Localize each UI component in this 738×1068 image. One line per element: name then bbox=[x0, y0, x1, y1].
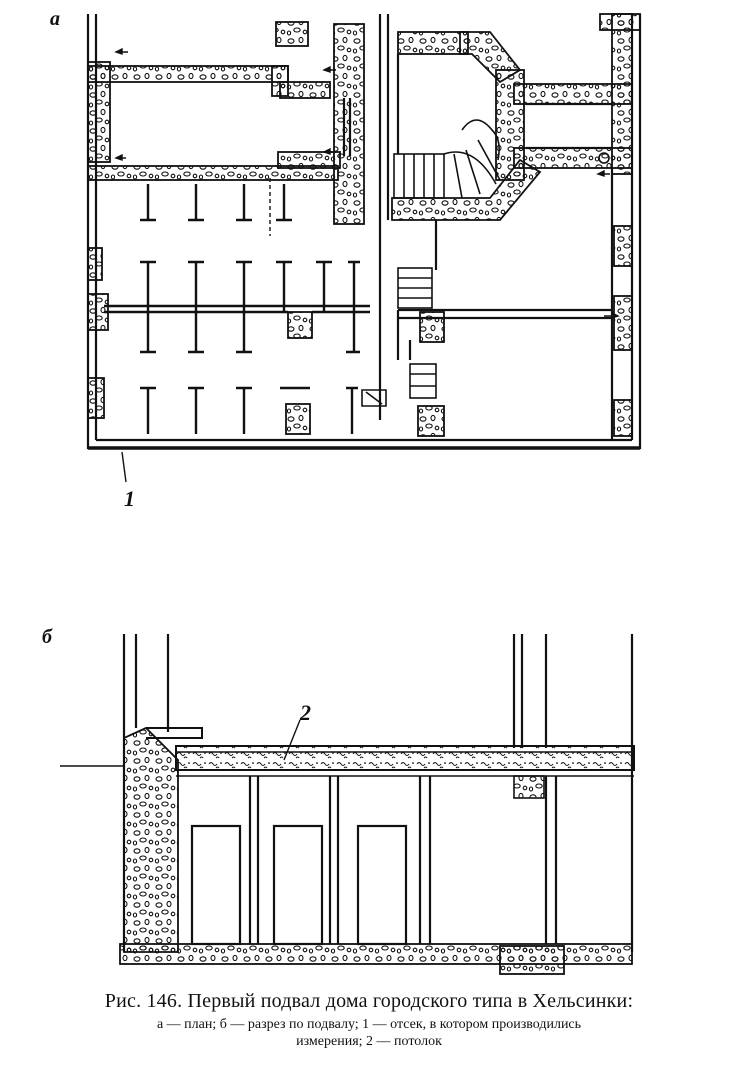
caption-line-2: измерения; 2 — потолок bbox=[296, 1034, 442, 1049]
plan-columns bbox=[104, 184, 370, 434]
caption-title: Рис. 146. Первый подвал дома городского … bbox=[104, 990, 634, 1012]
caption-line-1: а — план; б — разрез по подвалу; 1 — отс… bbox=[156, 1017, 582, 1032]
section-ceiling-slab bbox=[175, 745, 635, 771]
callout-2-leader bbox=[283, 719, 301, 761]
plan-label: a bbox=[50, 8, 60, 30]
cross-section bbox=[60, 634, 635, 975]
figure-caption: Рис. 146. Первый подвал дома городского … bbox=[0, 990, 738, 1050]
plan-interior-walls bbox=[342, 14, 614, 440]
callout-2-label: 2 bbox=[300, 700, 311, 725]
plan-rubble-walls bbox=[87, 13, 641, 437]
callout-1-leader bbox=[121, 451, 127, 483]
floor-plan bbox=[86, 13, 642, 483]
plan-arrows bbox=[114, 47, 620, 319]
section-label: б bbox=[42, 626, 52, 648]
plan-stairs bbox=[361, 119, 501, 407]
callout-1-label: 1 bbox=[124, 486, 135, 511]
section-foundation-wall bbox=[123, 726, 179, 953]
